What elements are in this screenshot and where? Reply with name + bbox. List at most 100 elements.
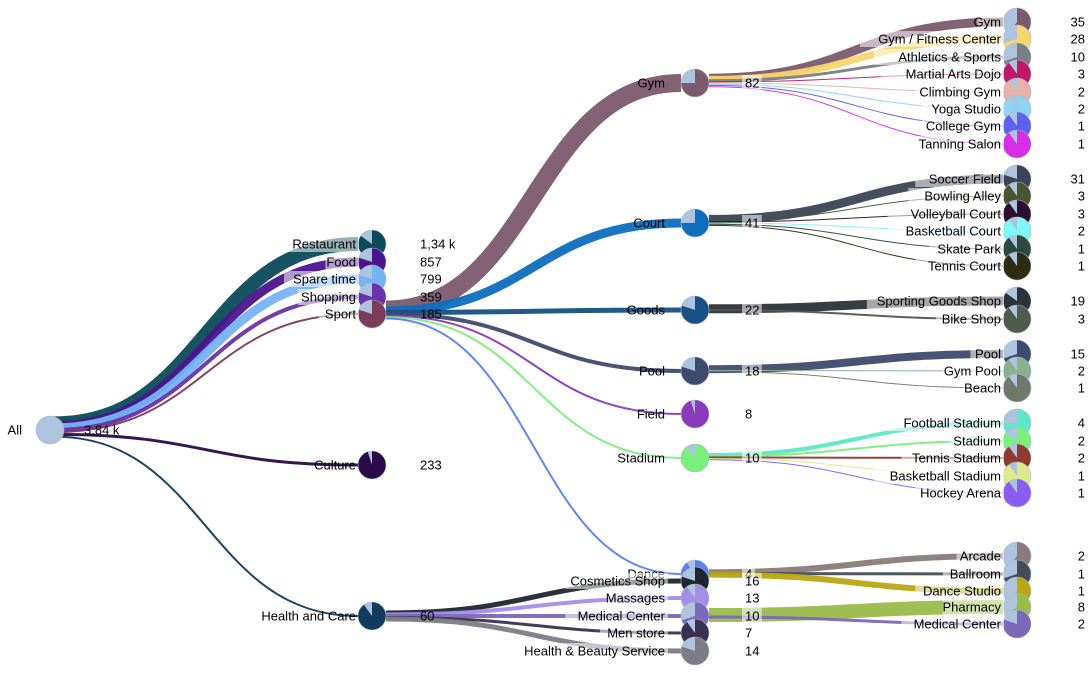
node-sport-slice [358,300,387,328]
node-sport-pool-beach-label: Beach [964,381,1001,396]
node-health-cosmetics-shop-value-bg [742,573,762,589]
node-sport-gym-yoga-studio-value: 2 [1078,102,1085,117]
link-all-health-and-care [53,435,359,617]
node-health-cosmetics-shop-label: Cosmetics Shop [570,574,665,589]
node-health-medical-center-medical-center-label-bg [901,616,1004,632]
node-sport-goods-label: Goods [627,303,666,318]
node-sport[interactable] [357,299,387,329]
node-sport-stadium-tennis-stadium-label-bg [901,450,1004,466]
node-shopping-label-bg [297,289,359,305]
node-sport-stadium-basketball-stadium-label: Basketball Stadium [890,469,1001,484]
node-sport-stadium-outline [680,443,710,473]
node-sport-goods-sporting-goods-shop-label-bg [866,293,1004,309]
link-layer [53,17,1004,654]
node-sport-gym-college-gym-label: College Gym [926,119,1001,134]
node-health-health-beauty-service-outline [680,636,710,666]
node-health-medical-center-medical-center[interactable] [1002,609,1032,639]
node-sport-pool[interactable] [680,356,710,386]
node-health-men-store-label: Men store [607,626,665,641]
node-sport-gym-value-bg [742,75,762,91]
node-sport-court-soccer-field-label-bg [915,171,1004,187]
node-sport-court-tennis-court-slice [1003,252,1032,280]
node-sport-dance-dance-studio-value: 1 [1078,584,1085,599]
node-sport-gym-tanning-salon-label: Tanning Salon [919,137,1001,152]
node-health-and-care[interactable] [357,601,387,631]
node-sport-gym-college-gym-label-bg [922,118,1004,134]
node-sport-court-bowling-alley-label-bg [908,188,1004,204]
node-health-cosmetics-shop-label-bg [565,573,668,589]
node-health-medical-center-label-bg [565,608,668,624]
node-sport-pool-slice [680,357,709,386]
node-health-and-care-outline [357,601,387,631]
node-sport-court-tennis-court-label-bg [915,258,1004,274]
node-sport-court-tennis-court-value: 1 [1078,259,1085,274]
node-restaurant-label: Restaurant [292,237,356,252]
node-health-health-beauty-service[interactable] [680,636,710,666]
node-culture-slice [358,451,386,479]
node-sport-goods-bike-shop-label: Bike Shop [942,312,1001,327]
link-all-sport [53,313,359,434]
node-sport-goods[interactable] [680,295,710,325]
node-sport-court-soccer-field-label: Soccer Field [929,172,1001,187]
node-sport-gym-gym-label: Gym [974,15,1001,30]
node-sport-field-label: Field [637,407,665,422]
node-health-medical-center-value: 10 [745,609,759,624]
node-sport-stadium-basketball-stadium-value: 1 [1078,469,1085,484]
node-sport-gym-gym-fitness-center-value: 28 [1071,32,1085,47]
node-sport-stadium[interactable] [680,443,710,473]
node-sport-dance-ballroom-label: Ballroom [950,567,1001,582]
node-health-medical-center-medical-center-value: 2 [1078,617,1085,632]
node-sport-gym-yoga-studio-label-bg [922,101,1004,117]
node-sport-pool-value-bg [742,363,762,379]
node-sport-goods-value: 22 [745,303,759,318]
node-sport-pool-gym-pool-value: 2 [1078,364,1085,379]
node-spare-time-label: Spare time [293,272,356,287]
node-sport-goods-bike-shop-slice [1003,305,1031,334]
node-health-massages-label-bg [606,590,668,606]
node-sport-dance-dance-studio-label: Dance Studio [923,584,1001,599]
node-sport-stadium-hockey-arena-slice [1003,479,1031,507]
node-health-and-care-slice [357,602,387,631]
node-sport-goods-bike-shop[interactable] [1002,304,1032,334]
node-sport-gym-tanning-salon-slice [1003,130,1031,158]
node-sport-gym-tanning-salon[interactable] [1002,129,1032,159]
root-node[interactable] [35,415,65,445]
node-sport-stadium-hockey-arena-label-bg [915,485,1004,501]
node-sport-court[interactable] [680,208,710,238]
node-sport-dance-arcade-label: Arcade [960,549,1001,564]
node-sport-court-label: Court [633,216,665,231]
node-sport-label-bg [318,306,359,322]
node-health-and-care-value: 60 [420,609,434,624]
node-sport-goods-bike-shop-label-bg [935,311,1004,327]
node-sport-stadium-label: Stadium [617,451,665,466]
node-sport-gym-slice [681,69,709,97]
node-health-men-store-value-bg [742,625,755,641]
node-sport-field-value: 8 [745,407,752,422]
node-sport-stadium-hockey-arena[interactable] [1002,478,1032,508]
node-sport-stadium-value-bg [742,450,762,466]
node-sport-stadium-value: 10 [745,451,759,466]
node-restaurant-value: 1,34 k [420,237,456,252]
node-sport-stadium-stadium-value: 2 [1078,434,1085,449]
node-sport-court-soccer-field-value: 31 [1071,172,1085,187]
node-food-value: 857 [420,255,442,270]
node-sport-court-basketball-court-label: Basketball Court [906,224,1002,239]
node-sport-court-volleyball-court-label: Volleyball Court [911,207,1002,222]
node-sport-stadium-stadium-label-bg [949,433,1004,449]
node-sport-dance-ballroom-value: 1 [1078,567,1085,582]
node-sport-gym-athletics-sports-label-bg [873,49,1004,65]
node-health-medical-center-pharmacy-label: Pharmacy [942,600,1001,615]
node-sport-stadium-tennis-stadium-value: 2 [1078,451,1085,466]
node-sport-field[interactable] [680,399,710,429]
node-sport-pool-pool-label-bg [970,346,1004,362]
node-sport-gym-gym-fitness-center-label-bg [860,31,1004,47]
node-sport-pool-beach[interactable] [1002,373,1032,403]
node-sport-court-outline [680,208,710,238]
node-health-medical-center-label: Medical Center [578,609,666,624]
node-sport-court-basketball-court-label-bg [887,223,1004,239]
node-restaurant-label-bg [284,236,359,252]
node-culture[interactable] [357,450,387,480]
node-sport-gym[interactable] [680,68,710,98]
node-sport-court-tennis-court[interactable] [1002,251,1032,281]
link-sport-pool [385,312,682,373]
